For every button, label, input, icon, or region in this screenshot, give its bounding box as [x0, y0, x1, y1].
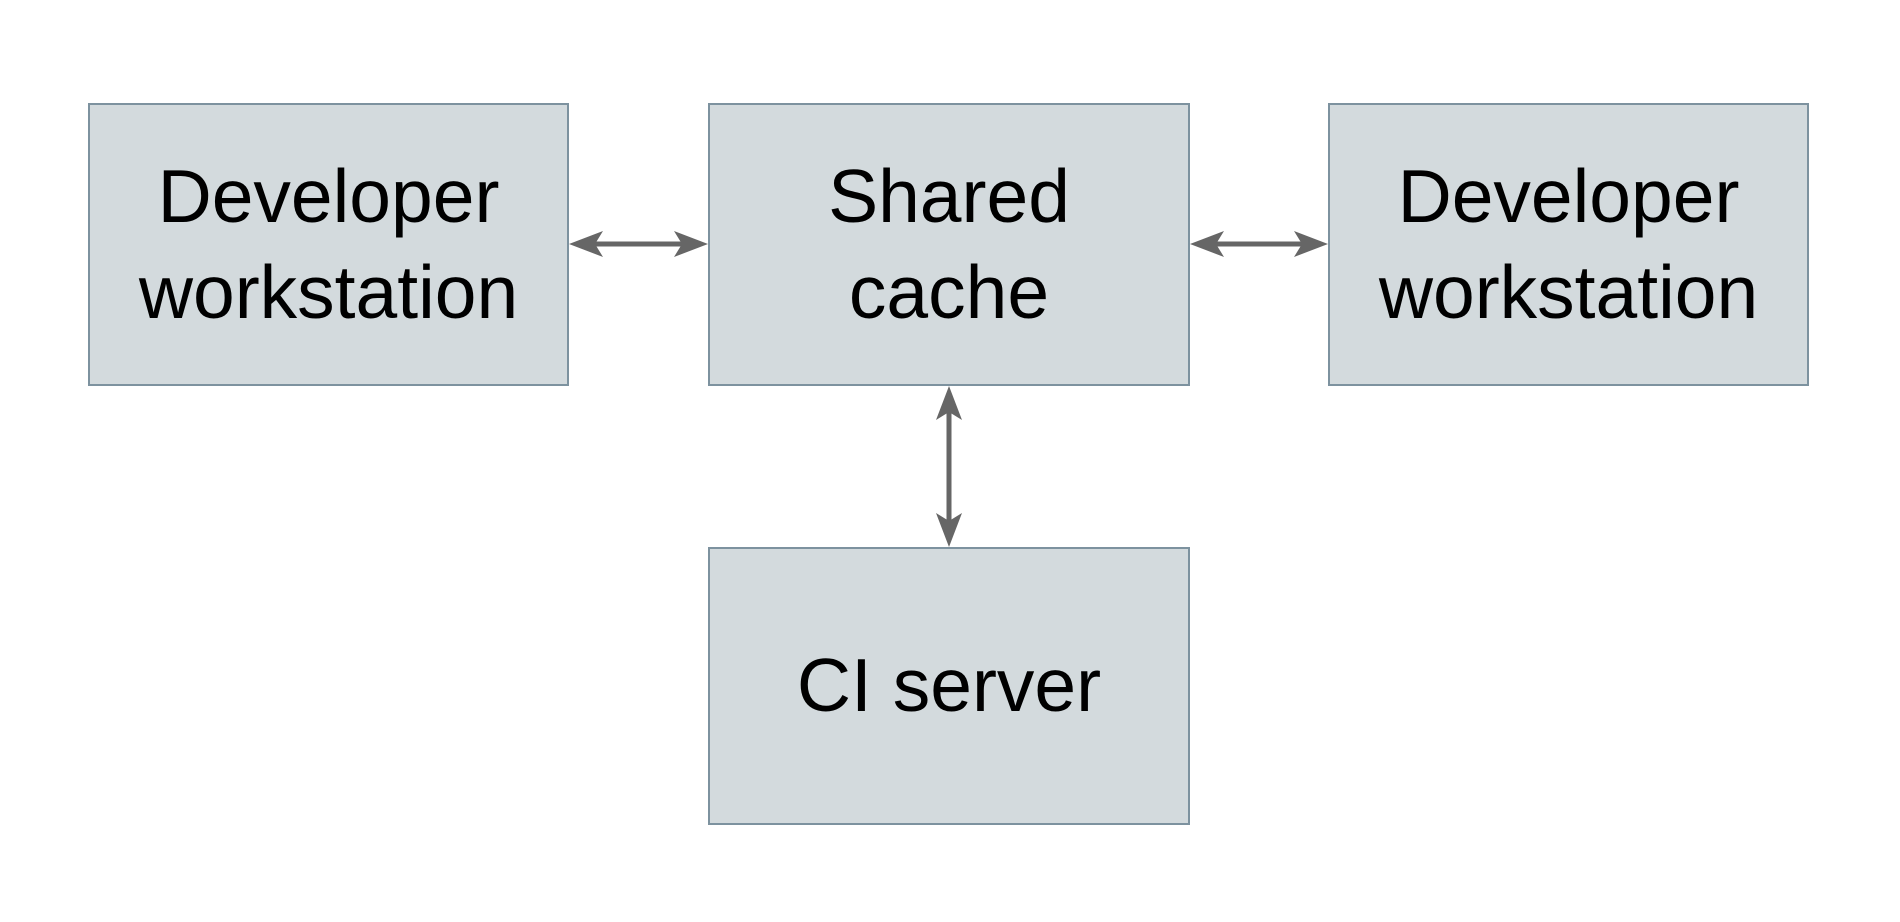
node-developer-workstation-left-label: Developer workstation [138, 154, 519, 334]
node-ci-server-label: CI server [796, 643, 1102, 728]
node-developer-workstation-right: Developer workstation [1328, 103, 1809, 386]
node-developer-workstation-left: Developer workstation [88, 103, 569, 386]
arrow-cache-ciserver [936, 386, 962, 547]
node-developer-workstation-right-label: Developer workstation [1378, 154, 1759, 334]
arrow-cache-devright [1190, 231, 1328, 257]
arrow-devleft-cache [569, 231, 708, 257]
node-ci-server: CI server [708, 547, 1190, 825]
node-shared-cache: Shared cache [708, 103, 1190, 386]
node-shared-cache-label: Shared cache [828, 154, 1070, 334]
